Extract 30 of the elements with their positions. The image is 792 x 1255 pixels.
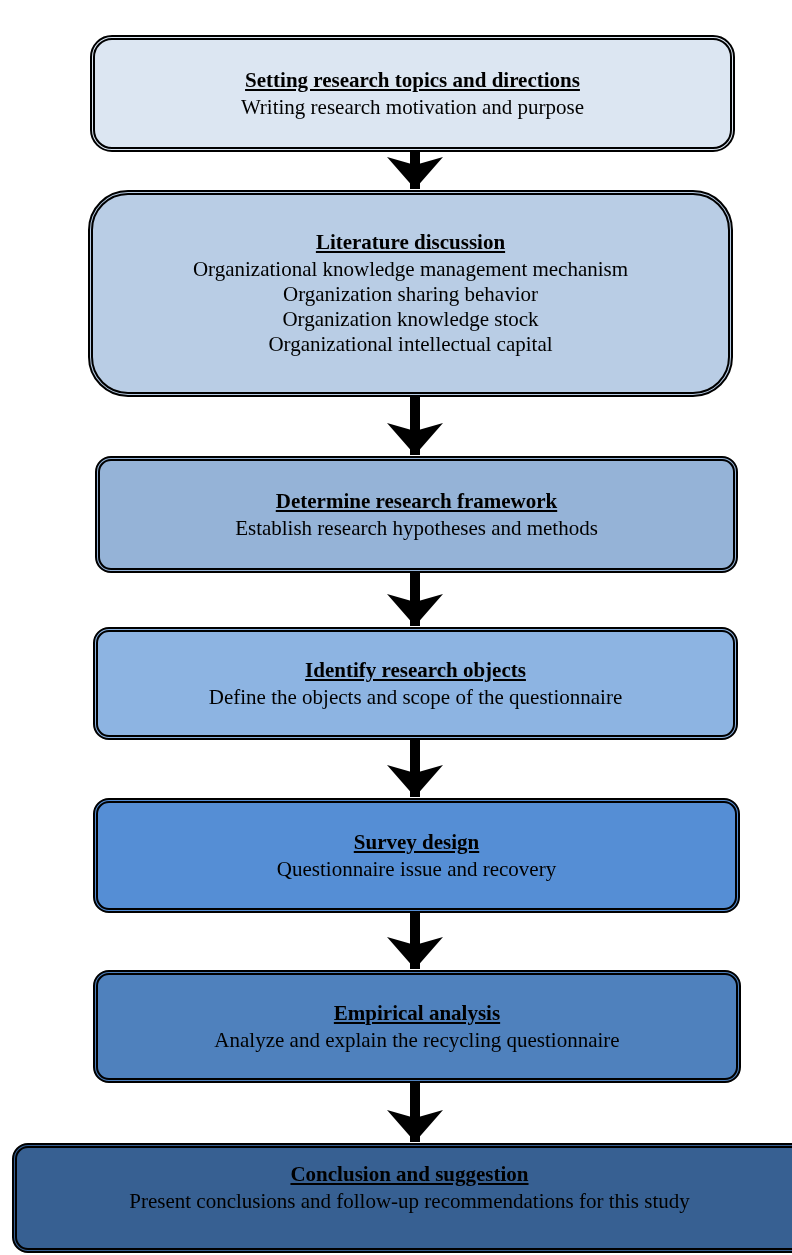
step-description: Writing research motivation and purpose <box>240 94 585 120</box>
step-description: Organizational intellectual capital <box>268 332 553 357</box>
step-title: Empirical analysis <box>333 1000 501 1026</box>
arrow <box>387 740 443 797</box>
step-description: Organization sharing behavior <box>282 282 538 307</box>
step-title: Determine research framework <box>275 488 558 514</box>
step-description: Organizational knowledge management mechanism <box>192 257 629 282</box>
arrow <box>387 913 443 969</box>
step-description: Analyze and explain the recycling questionnaire <box>214 1027 620 1053</box>
step-description: Organization knowledge stock <box>282 307 539 332</box>
step-title: Setting research topics and directions <box>245 67 580 93</box>
process-box <box>95 456 738 573</box>
step-description: Questionnaire issue and recovery <box>276 856 557 882</box>
step-title: Survey design <box>353 829 480 855</box>
process-box <box>90 35 735 152</box>
step-title: Identify research objects <box>305 657 526 683</box>
process-box <box>93 798 740 913</box>
process-box <box>12 1143 792 1253</box>
process-box <box>93 970 741 1083</box>
step-title: Conclusion and suggestion <box>290 1162 529 1187</box>
step-description: Define the objects and scope of the questionnaire <box>208 684 623 710</box>
step-title: Literature discussion <box>315 230 506 255</box>
arrow <box>387 1083 443 1142</box>
process-box <box>93 627 738 740</box>
arrow <box>387 152 443 189</box>
step-description: Present conclusions and follow-up recommendations for this study <box>129 1189 690 1214</box>
process-box <box>88 190 733 397</box>
arrow <box>387 397 443 455</box>
arrow <box>387 573 443 626</box>
step-description: Establish research hypotheses and methods <box>235 515 598 541</box>
